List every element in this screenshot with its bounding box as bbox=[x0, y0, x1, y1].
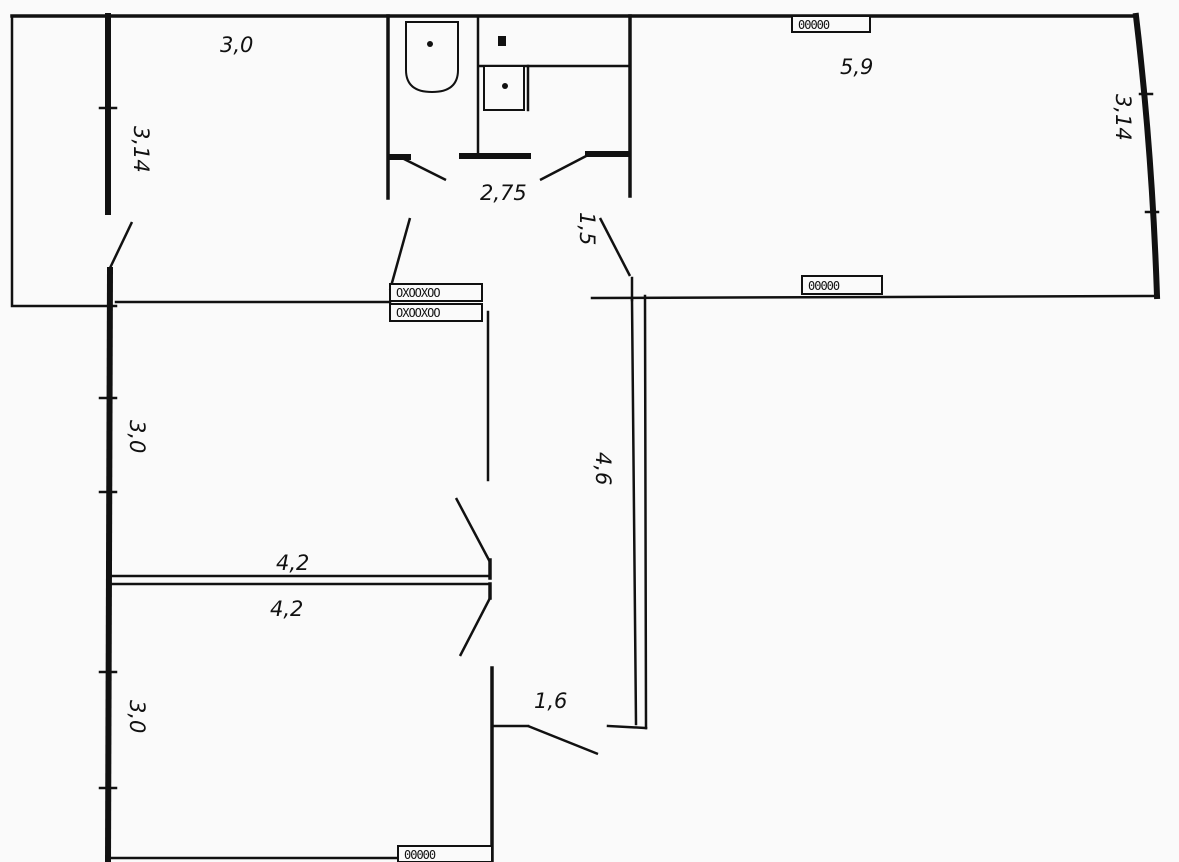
radiators: 00000 00000 OXOOXOO OXOOXOO 00000 bbox=[389, 15, 883, 862]
dim-bottom-width: 4,2 bbox=[270, 597, 303, 621]
door-right-room bbox=[598, 217, 632, 277]
radiator-center-bottom bbox=[389, 303, 483, 322]
dim-top-right-height: 3,14 bbox=[1111, 94, 1135, 141]
radiator-label: 00000 bbox=[798, 18, 830, 32]
dim-bottom-left-height: 3,0 bbox=[125, 700, 149, 733]
dim-top-right-width: 5,9 bbox=[840, 55, 873, 79]
lower-left-wall bbox=[104, 266, 114, 862]
corridor-right-wall-b bbox=[643, 294, 648, 730]
doors bbox=[108, 152, 632, 756]
door-bathroom bbox=[399, 155, 447, 182]
radiator-label: OXOOXOO bbox=[396, 306, 440, 320]
dim-top-left-width: 3,0 bbox=[220, 33, 253, 57]
dim-top-left-height: 3,14 bbox=[129, 126, 153, 173]
radiator-top-right bbox=[791, 15, 871, 33]
dim-corridor-long: 4,6 bbox=[591, 452, 615, 485]
door-closet bbox=[527, 724, 599, 756]
dim-middle-left-height: 3,0 bbox=[125, 420, 149, 453]
radiator-label: 00000 bbox=[404, 848, 436, 862]
radiator-bottom bbox=[397, 845, 493, 862]
toilet-dot-icon bbox=[502, 83, 508, 89]
corridor-right-wall-a bbox=[630, 298, 638, 726]
radiator-right-room bbox=[801, 275, 883, 295]
door-bottom-room bbox=[458, 597, 492, 657]
door-middle-room bbox=[454, 497, 492, 563]
corridor-end bbox=[606, 724, 648, 730]
radiator-center-top bbox=[389, 283, 483, 302]
right-room-right-wall bbox=[1132, 12, 1161, 300]
sink-icon bbox=[498, 36, 506, 46]
right-room-bottom-wall bbox=[590, 294, 1159, 300]
dim-closet: 1,6 bbox=[534, 689, 567, 713]
dimension-labels: 3,0 3,14 5,9 3,14 2,75 1,5 4,6 3,0 4,2 4… bbox=[125, 33, 1135, 733]
dim-middle-width: 4,2 bbox=[276, 551, 309, 575]
dim-hall: 2,75 bbox=[480, 181, 527, 205]
dim-hall-small: 1,5 bbox=[575, 212, 599, 245]
walls bbox=[10, 12, 1161, 862]
radiator-label: OXOOXOO bbox=[396, 286, 440, 300]
door-top-left-room bbox=[108, 221, 134, 269]
fixtures bbox=[405, 21, 525, 111]
bathtub-drain-icon bbox=[427, 41, 433, 47]
bathtub-icon bbox=[405, 21, 459, 94]
radiator-label: 00000 bbox=[808, 279, 840, 293]
door-center bbox=[388, 217, 412, 291]
door-toilet bbox=[539, 152, 591, 182]
balcony-outline bbox=[10, 14, 118, 308]
